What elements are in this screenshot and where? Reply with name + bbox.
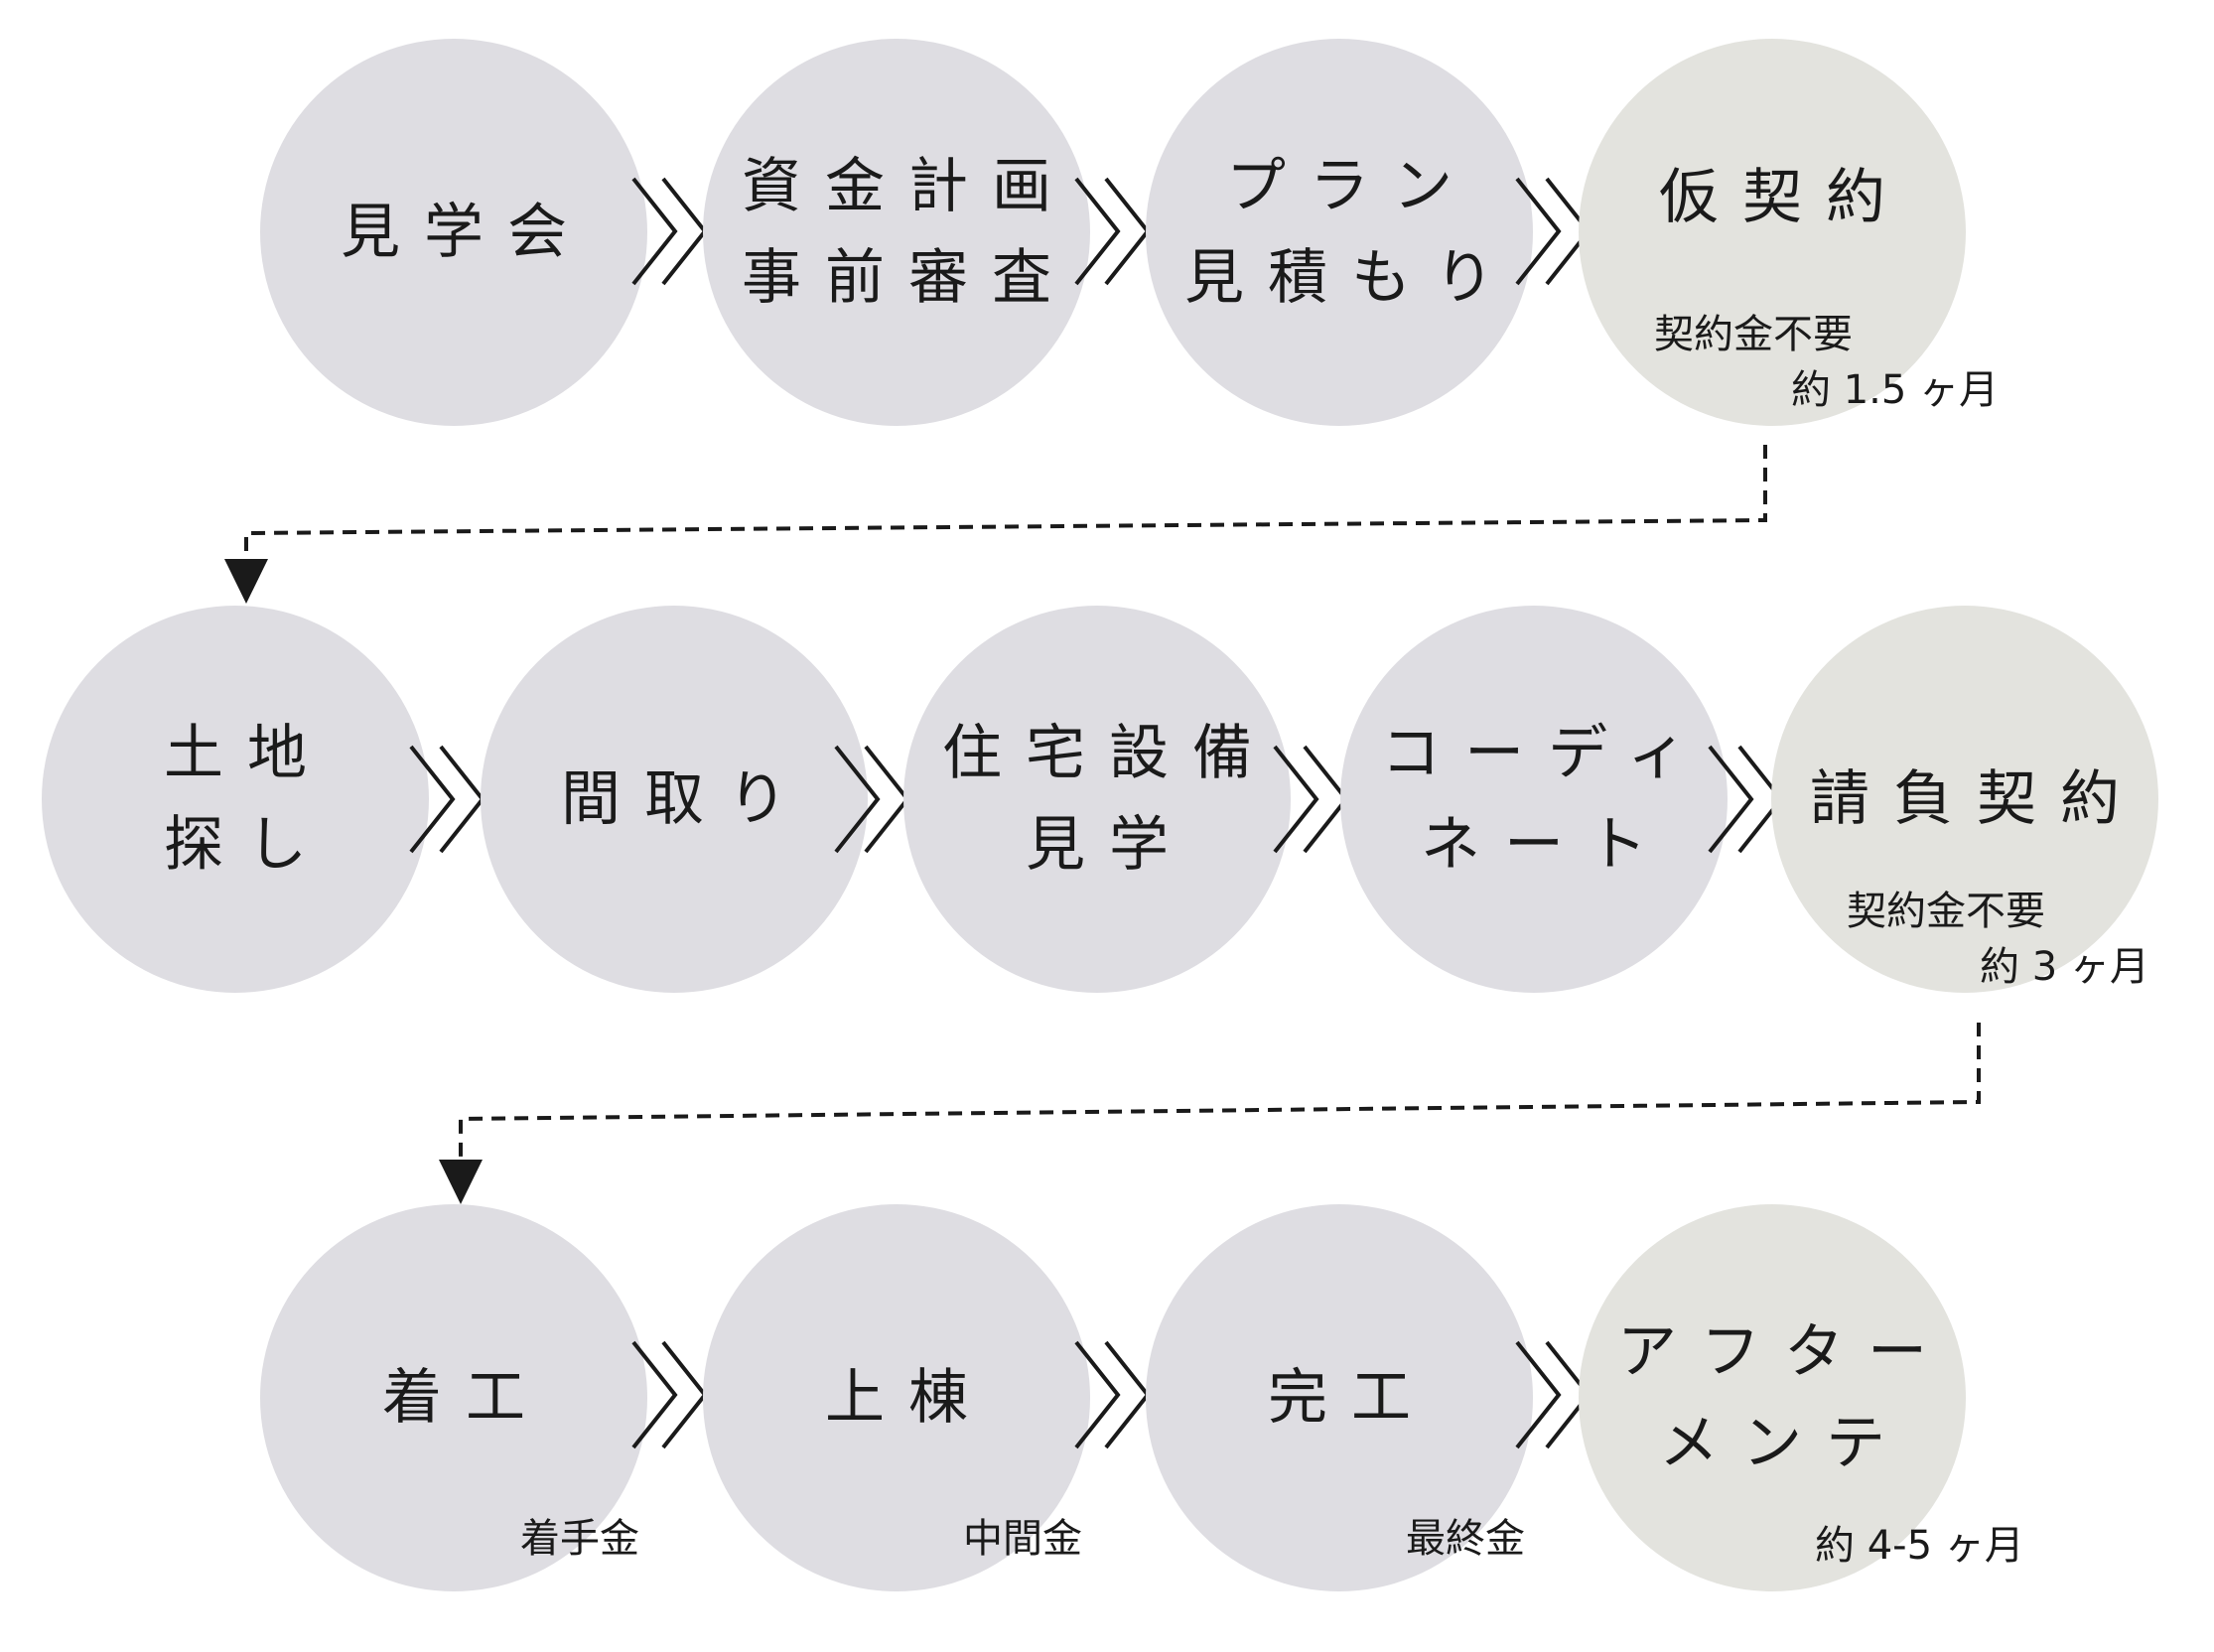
step-shikin-keikaku: 資金計画 事前審査 [703,39,1090,426]
double-chevron-icon [631,1340,708,1449]
payment-note: 契約金不要 [1847,889,2045,934]
step-label: アフター [1617,1317,1951,1387]
step-jutaku-setsubi: 住宅設備 見学 [903,606,1291,993]
step-label: 事前審査 [742,243,1075,313]
double-chevron-icon [834,745,910,854]
dashed-connector-1 [224,445,1767,604]
step-madori: 間取り [481,606,868,993]
step-label: コーディ [1381,719,1711,788]
payment-note: 着手金 [520,1516,639,1562]
step-after-maintenance: アフター メンテ [1579,1204,1966,1591]
double-chevron-icon [1074,177,1151,286]
step-label: 資金計画 [742,152,1075,221]
step-label: 見学会 [341,198,591,267]
duration-note: 約 1.5 ヶ月 [1791,367,2000,413]
payment-note: 中間金 [963,1516,1082,1562]
step-label: 着工 [382,1363,549,1433]
double-chevron-icon [1074,1340,1151,1449]
step-label: 土地 [164,719,331,788]
step-label: 住宅設備 [942,719,1276,788]
step-label: メンテ [1659,1409,1909,1478]
step-label: 間取り [561,764,811,834]
step-label: プラン [1226,152,1476,221]
duration-note: 約 4-5 ヶ月 [1815,1523,2024,1569]
step-label: ネート [1421,810,1671,880]
step-label: 探し [164,810,331,880]
payment-note: 最終金 [1406,1516,1525,1562]
step-label: 見学 [1026,810,1192,880]
step-joto: 上棟 [703,1204,1090,1591]
step-plan-mitsumori: プラン 見積もり [1146,39,1533,426]
step-label: 見積もり [1184,243,1518,313]
step-coordinate: コーディ ネート [1340,606,1728,993]
step-karikeiyaku: 仮契約 [1579,39,1966,426]
step-label: 請負契約 [1810,764,2144,834]
step-label: 仮契約 [1659,163,1909,232]
double-chevron-icon [631,177,708,286]
step-tochi-sagashi: 土地 探し [42,606,429,993]
step-kengakukai: 見学会 [260,39,647,426]
step-chakko: 着工 [260,1204,647,1591]
step-ukeoi-keiyaku: 請負契約 [1771,606,2158,993]
step-label: 上棟 [825,1363,992,1433]
down-arrow-icon [224,559,268,604]
double-chevron-icon [409,745,485,854]
down-arrow-icon [439,1160,483,1204]
dashed-connector-2 [439,1023,1981,1204]
step-label: 完工 [1268,1363,1435,1433]
duration-note: 約 3 ヶ月 [1980,944,2149,990]
step-kanko: 完工 [1146,1204,1533,1591]
payment-note: 契約金不要 [1654,312,1853,357]
